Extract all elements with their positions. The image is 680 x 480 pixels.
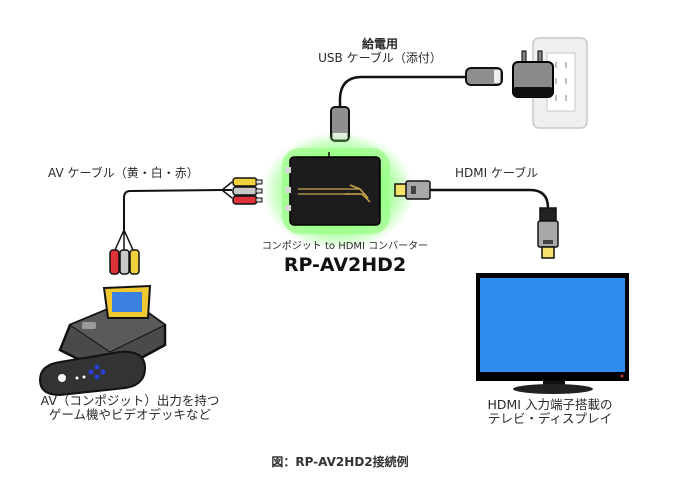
game-console-label: AV（コンポジット）出力を持つ ゲーム機やビデオデッキなど: [30, 394, 230, 422]
tv-label: HDMI 入力端子搭載の テレビ・ディスプレイ: [455, 398, 645, 426]
av-rca-cable: [109, 177, 263, 275]
usb-cable-label-line2: USB ケーブル（添付）: [318, 51, 442, 65]
converter-device-icon: [262, 132, 414, 250]
tv-label-line2: テレビ・ディスプレイ: [487, 411, 613, 426]
tv-label-line1: HDMI 入力端子搭載の: [487, 397, 613, 412]
game-console-label-line1: AV（コンポジット）出力を持つ: [40, 393, 220, 408]
av-cable-label: AV ケーブル（黄・白・赤）: [48, 166, 199, 180]
game-console-label-line2: ゲーム機やビデオデッキなど: [48, 407, 212, 422]
usb-cable-label: 給電用 USB ケーブル（添付）: [300, 37, 460, 65]
usb-power-adapter-icon: [512, 50, 554, 98]
converter-subtitle: コンポジット to HDMI コンバーター: [261, 241, 429, 252]
hdmi-cable-label: HDMI ケーブル: [455, 166, 539, 180]
hdmi-cable: [394, 180, 559, 259]
figure-caption: 図：RP-AV2HD2接続例: [271, 455, 409, 469]
usb-cable: [330, 67, 503, 142]
tv-display-icon: [476, 273, 629, 394]
game-console-icon: [38, 284, 167, 397]
usb-cable-label-line1: 給電用: [361, 37, 398, 51]
converter-model-name: RP-AV2HD2: [283, 254, 407, 276]
